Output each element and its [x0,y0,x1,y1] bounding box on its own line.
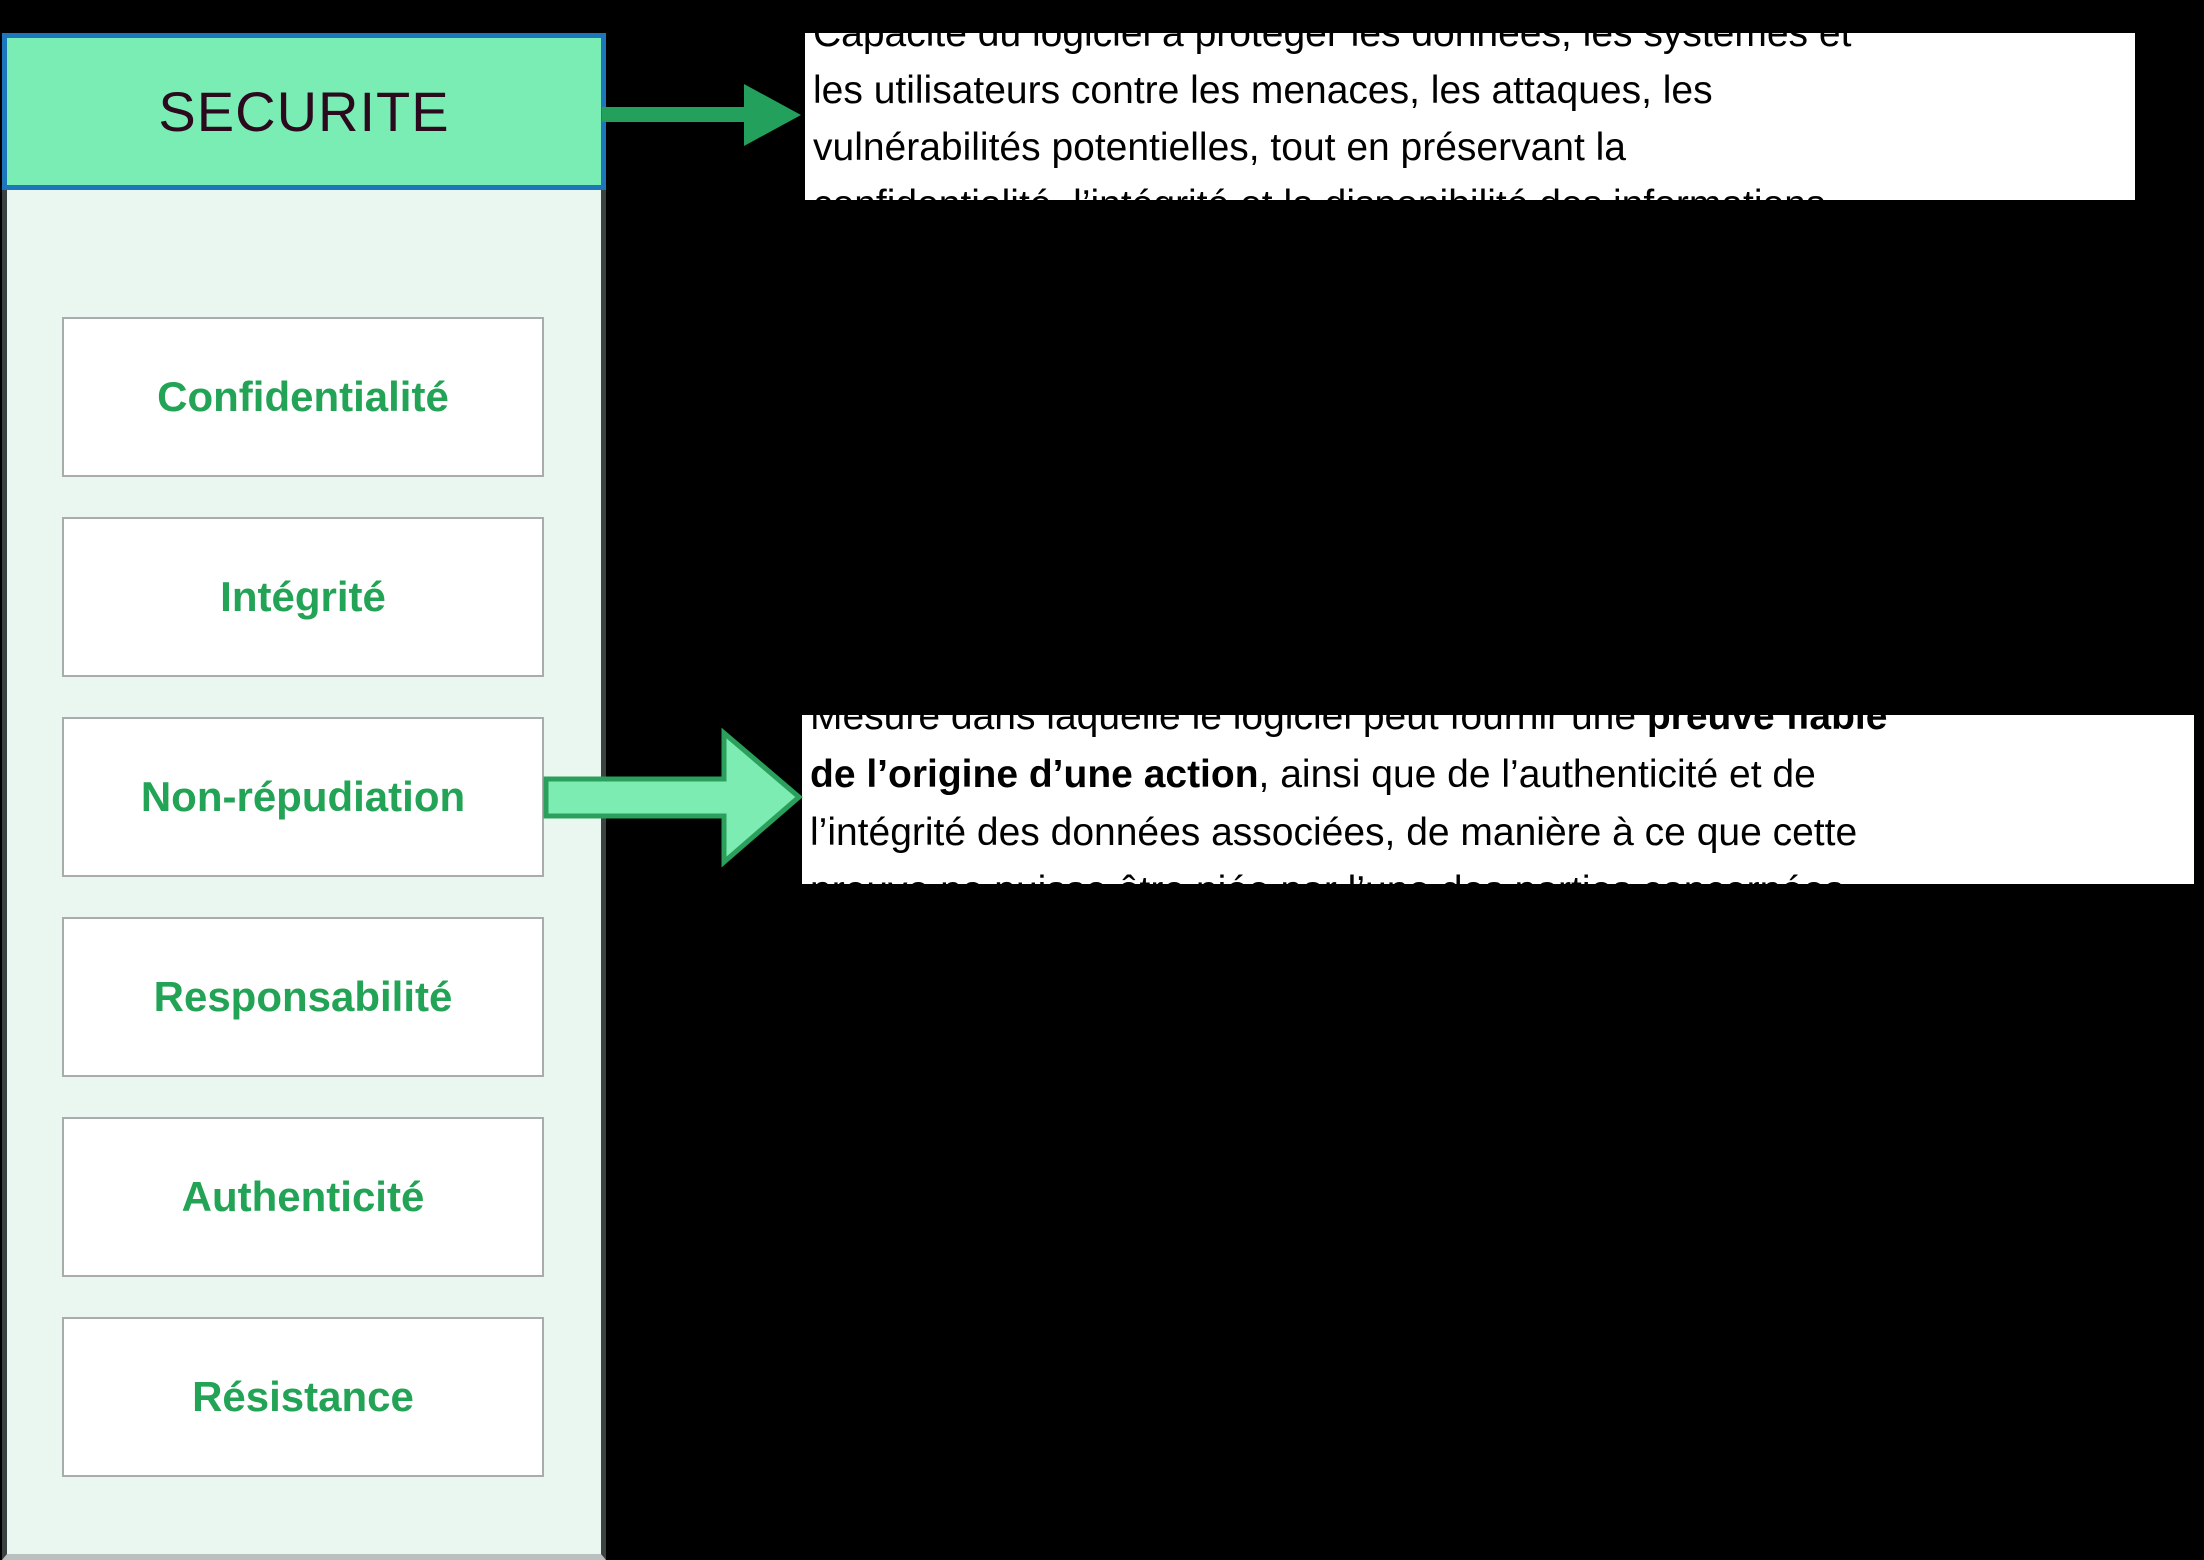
non-repudiation-definition-box: Mesure dans laquelle le logiciel peut fo… [802,715,2194,884]
item-responsabilite: Responsabilité [62,917,544,1077]
item-resistance: Résistance [62,1317,544,1477]
item-integrite: Intégrité [62,517,544,677]
item-non-repudiation-label: Non-répudiation [140,773,466,820]
item-authenticite: Authenticité [62,1117,544,1277]
item-integrite-label: Intégrité [220,573,386,620]
security-header-label: SECURITE [158,80,450,143]
item-authenticite-label: Authenticité [181,1173,425,1220]
item-confidentialite-label: Confidentialité [157,373,449,420]
item-non-repudiation: Non-répudiation [62,717,544,877]
security-definition-text: Capacité du logiciel à protéger les donn… [813,33,1852,200]
item-resistance-label: Résistance [192,1373,414,1420]
security-header: SECURITE [2,33,606,190]
arrow-securite-to-definition [602,84,801,146]
security-definition-box: Capacité du logiciel à protéger les donn… [805,33,2135,200]
item-confidentialite: Confidentialité [62,317,544,477]
item-responsabilite-label: Responsabilité [153,973,453,1020]
non-repudiation-definition-text: Mesure dans laquelle le logiciel peut fo… [810,715,1888,884]
